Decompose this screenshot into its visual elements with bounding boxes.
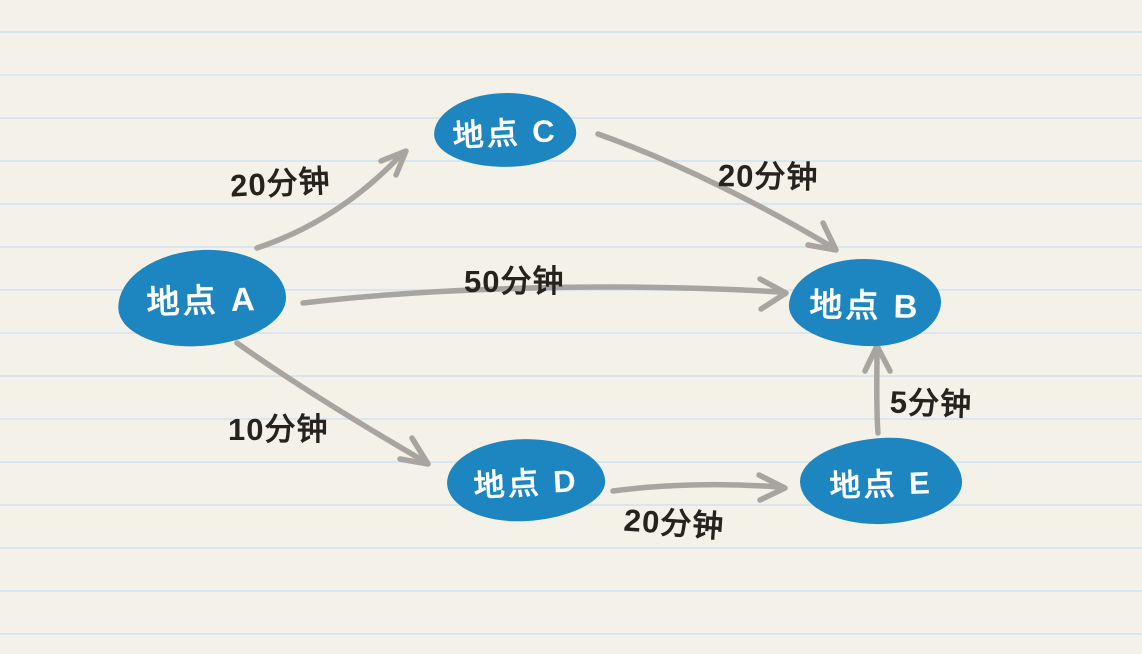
edge-label-a-to-c: 20分钟	[229, 163, 332, 204]
node-location-c-label: 地点 C	[451, 112, 559, 154]
arrow-a-to-c	[254, 148, 409, 251]
edge-label-d-to-e: 20分钟	[622, 502, 726, 545]
node-location-b-label: 地点 B	[809, 285, 921, 325]
node-location-d-label: 地点 D	[472, 462, 580, 504]
edge-label-a-to-b: 50分钟	[464, 264, 565, 299]
node-location-a-label: 地点 A	[145, 280, 259, 321]
edge-label-e-to-b: 5分钟	[889, 384, 973, 423]
edge-label-a-to-d: 10分钟	[228, 412, 329, 447]
arrow-d-to-e	[610, 472, 788, 503]
arrow-a-to-b	[300, 276, 789, 312]
arrow-e-to-b	[862, 343, 893, 436]
edge-label-c-to-b: 20分钟	[717, 158, 819, 195]
arrow-a-to-d	[234, 340, 431, 467]
arrow-c-to-b	[595, 131, 839, 253]
node-location-e-label: 地点 E	[828, 464, 934, 504]
